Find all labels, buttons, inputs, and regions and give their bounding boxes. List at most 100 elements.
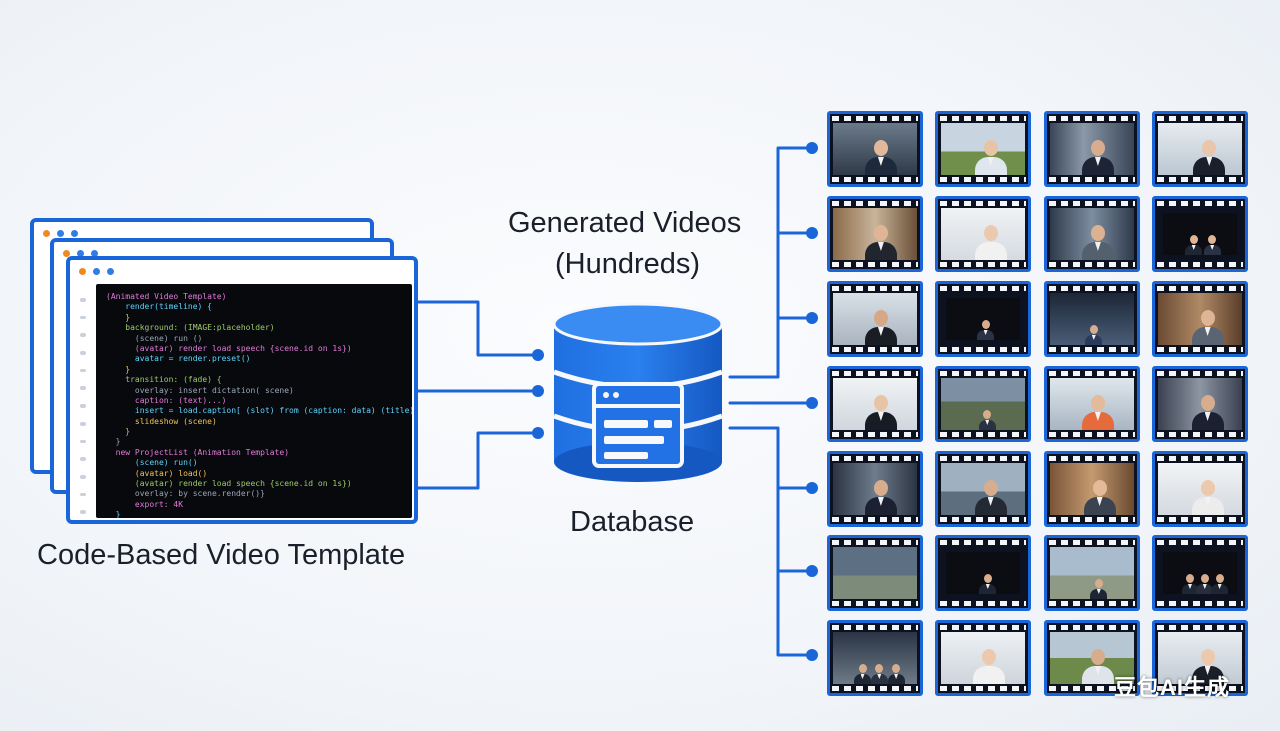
connector-dot xyxy=(806,312,818,324)
database-label: Database xyxy=(570,506,695,538)
video-thumbnail[interactable] xyxy=(1044,196,1140,272)
connector-dot xyxy=(806,142,818,154)
video-frame xyxy=(1163,552,1237,594)
presenter-figure xyxy=(1081,395,1114,430)
film-strip-icon xyxy=(1157,601,1243,606)
connector-dot xyxy=(806,649,818,661)
video-thumbnail[interactable] xyxy=(1152,111,1248,187)
film-strip-icon xyxy=(832,116,918,121)
video-thumbnail[interactable] xyxy=(935,535,1031,611)
film-strip-icon xyxy=(1157,201,1243,206)
connector-dot xyxy=(806,397,818,409)
presenter-figure xyxy=(1211,574,1229,594)
code-line: } xyxy=(106,312,131,322)
video-thumbnail[interactable] xyxy=(1152,451,1248,527)
film-strip-icon xyxy=(1049,540,1135,545)
film-strip-icon xyxy=(1157,177,1243,182)
video-thumbnail[interactable] xyxy=(1044,535,1140,611)
video-thumbnail[interactable] xyxy=(935,281,1031,357)
code-line: caption: (text)...) xyxy=(106,395,227,405)
film-strip-icon xyxy=(940,517,1026,522)
code-line: slideshow (scene) xyxy=(106,416,217,426)
film-strip-icon xyxy=(832,201,918,206)
code-line: background: (IMAGE:placeholder) xyxy=(106,323,275,333)
presenter-figure xyxy=(1181,574,1199,594)
video-thumbnail[interactable] xyxy=(935,620,1031,696)
film-strip-icon xyxy=(832,347,918,352)
film-strip-icon xyxy=(1049,347,1135,352)
video-frame xyxy=(833,547,917,599)
connector-line xyxy=(728,426,812,657)
film-strip-icon xyxy=(832,432,918,437)
film-strip-icon xyxy=(1049,601,1135,606)
video-thumbnail[interactable] xyxy=(827,196,923,272)
browser-window-icon xyxy=(592,382,684,468)
presenter-figure xyxy=(974,225,1007,260)
presenter-figure xyxy=(1191,310,1224,345)
video-frame xyxy=(1050,547,1134,599)
film-strip-icon xyxy=(940,347,1026,352)
video-thumbnail[interactable] xyxy=(1152,196,1248,272)
presenter-figure xyxy=(887,664,905,684)
film-strip-icon xyxy=(1049,371,1135,376)
film-strip-icon xyxy=(1157,347,1243,352)
video-thumbnail[interactable] xyxy=(1044,451,1140,527)
presenter-figure xyxy=(1193,140,1226,175)
connector-dot xyxy=(532,349,544,361)
presenter-figure xyxy=(974,480,1007,515)
video-thumbnail[interactable] xyxy=(827,111,923,187)
window-controls xyxy=(43,230,78,237)
video-thumbnail[interactable] xyxy=(935,451,1031,527)
video-thumbnail[interactable] xyxy=(827,620,923,696)
video-thumbnail[interactable] xyxy=(1044,111,1140,187)
film-strip-icon xyxy=(832,262,918,267)
video-thumbnail[interactable] xyxy=(827,451,923,527)
video-frame xyxy=(1158,463,1242,515)
video-thumbnail[interactable] xyxy=(1152,281,1248,357)
presenter-figure xyxy=(1083,480,1116,515)
video-frame xyxy=(1158,378,1242,430)
film-strip-icon xyxy=(940,540,1026,545)
connector-line xyxy=(416,300,538,357)
film-strip-icon xyxy=(940,177,1026,182)
video-thumbnail[interactable] xyxy=(1152,535,1248,611)
film-strip-icon xyxy=(1049,625,1135,630)
presenter-figure xyxy=(1090,579,1108,599)
film-strip-icon xyxy=(1049,286,1135,291)
film-strip-icon xyxy=(1049,262,1135,267)
video-thumbnail[interactable] xyxy=(1044,366,1140,442)
presenter-figure xyxy=(864,225,897,260)
code-line: avatar = render.preset() xyxy=(106,354,251,364)
connector-dot xyxy=(806,227,818,239)
video-thumbnail[interactable] xyxy=(935,366,1031,442)
presenter-figure xyxy=(1196,574,1214,594)
video-thumbnail[interactable] xyxy=(1152,366,1248,442)
film-strip-icon xyxy=(1157,686,1243,691)
video-thumbnail[interactable] xyxy=(1044,281,1140,357)
presenter-figure xyxy=(979,574,997,594)
generated-videos-title: Generated Videos xyxy=(508,207,742,239)
film-strip-icon xyxy=(1157,371,1243,376)
watermark: 豆包AI生成 xyxy=(1114,675,1231,700)
video-thumbnail[interactable] xyxy=(827,366,923,442)
code-line: insert = load.caption[ (slot) from (capt… xyxy=(106,406,412,416)
video-thumbnail[interactable] xyxy=(827,281,923,357)
code-line: render(timeline) { xyxy=(106,302,212,312)
video-thumbnail[interactable] xyxy=(827,535,923,611)
video-thumbnail[interactable] xyxy=(1044,620,1140,696)
film-strip-icon xyxy=(832,456,918,461)
film-strip-icon xyxy=(1157,456,1243,461)
film-strip-icon xyxy=(832,686,918,691)
video-frame xyxy=(833,293,917,345)
video-thumbnail[interactable] xyxy=(1152,620,1248,696)
film-strip-icon xyxy=(940,201,1026,206)
code-line: (avatar) load() xyxy=(106,468,208,478)
video-frame xyxy=(941,123,1025,175)
presenter-figure xyxy=(1191,480,1224,515)
video-thumbnail[interactable] xyxy=(935,111,1031,187)
video-thumbnail[interactable] xyxy=(935,196,1031,272)
video-frame xyxy=(833,378,917,430)
film-strip-icon xyxy=(1157,116,1243,121)
code-line: } xyxy=(106,437,121,447)
